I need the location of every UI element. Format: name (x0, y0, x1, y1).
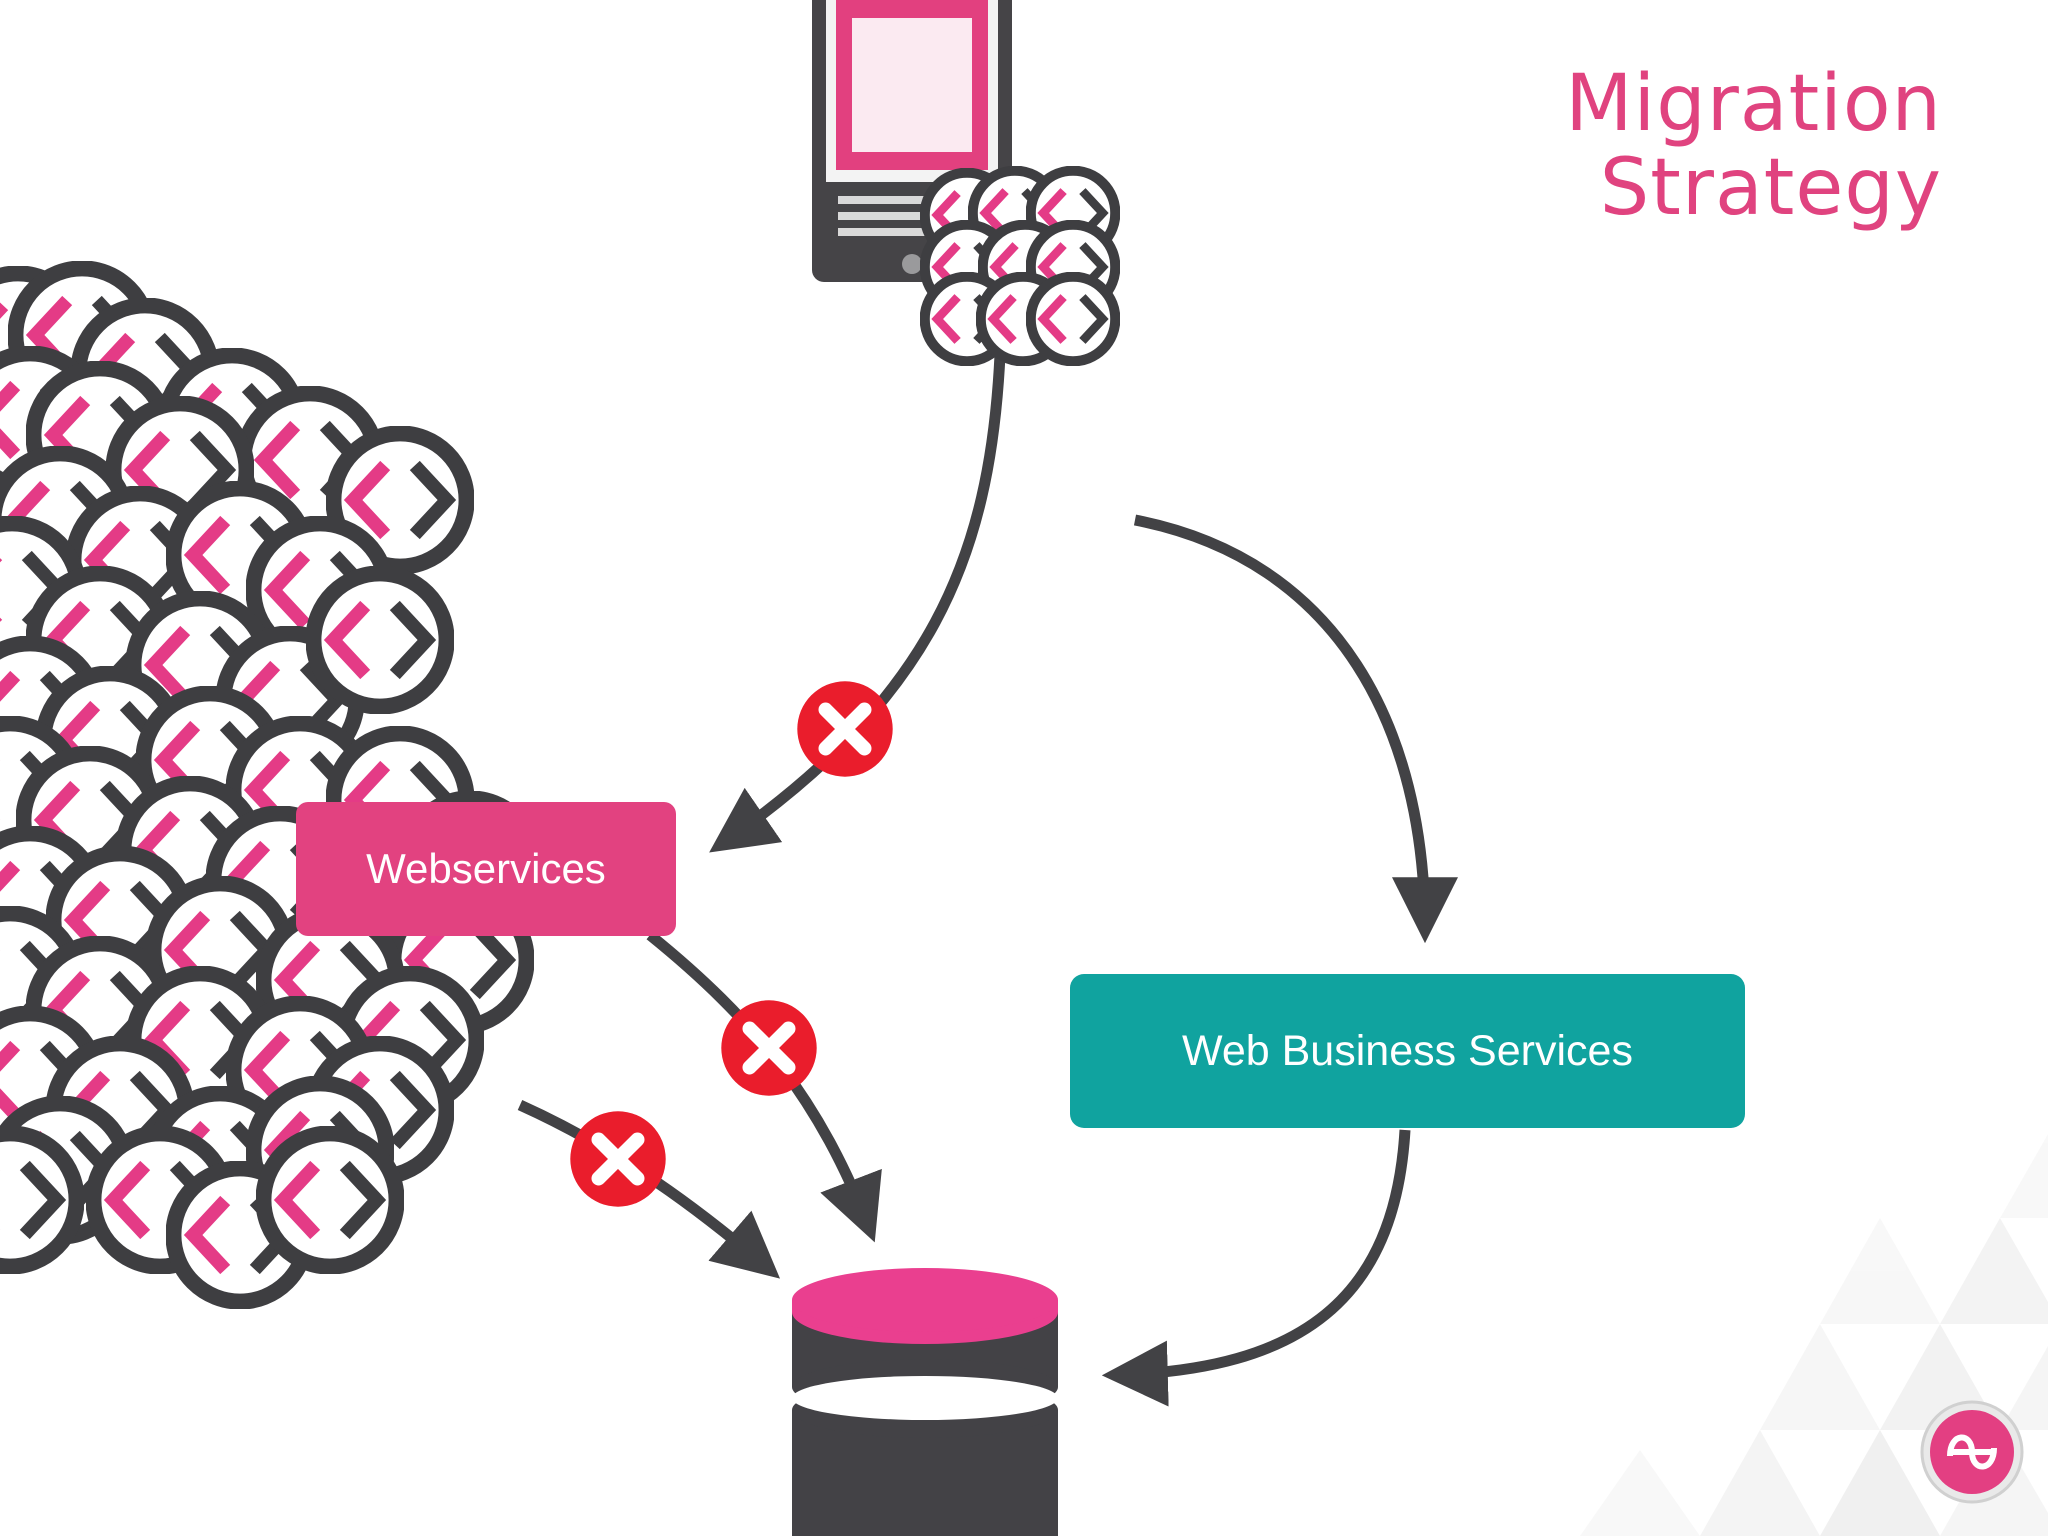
code-brackets-icon (0, 1133, 77, 1266)
slide-title: Migration Strategy (1422, 62, 1942, 230)
blocked-icon (721, 1000, 816, 1095)
blocked-icon (570, 1111, 665, 1206)
arrow-mobile-to-webservices (709, 354, 1006, 853)
legacy-code-cloud (0, 268, 537, 1301)
database-icon (792, 1268, 1058, 1536)
mobile-phone-icon (812, 0, 1012, 282)
flow-arrows (517, 354, 1458, 1407)
arrow-mobile-to-web-business-services (1133, 514, 1458, 944)
slide-title-line-1: Migration (1565, 59, 1942, 149)
arrow-web-business-services-to-database (1101, 1129, 1411, 1407)
slide-title-line-2: Strategy (1599, 143, 1942, 233)
web-business-services-box: Web Business Services (1070, 974, 1745, 1128)
company-logo-icon (1920, 1400, 2024, 1504)
code-brackets-icon (263, 1133, 396, 1266)
blocked-icon (797, 681, 892, 776)
mobile-code-cluster (925, 171, 1116, 362)
webservices-box: Webservices (296, 802, 676, 936)
code-brackets-icon (1031, 277, 1116, 362)
code-brackets-icon (313, 573, 446, 706)
